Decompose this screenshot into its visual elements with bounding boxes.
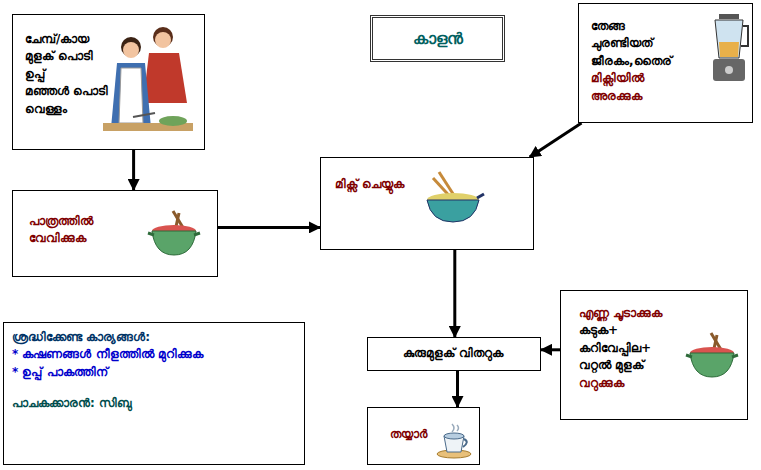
flow-arrow [218,226,320,229]
pot-illustration [683,331,741,384]
process-box: എണ്ണ ചൂടാക്കുകകടുക+ കറിവേപ്പില+ വറ്റൽ മു… [560,290,748,420]
text-column: ചേമ്പ്/കായമുളക് പൊടിഉപ്പ്മഞ്ഞൾ പൊടിവെള്ള… [25,31,125,118]
node-text: വെള്ളം [25,101,125,118]
node-text: തേങ്ങ ചുരണ്ടിയത് ജീരകം,തൈര് [591,18,691,70]
cup-illustration [434,420,474,463]
node-text: മിക്സ് ചെയ്യുക [335,176,415,193]
node-text: തയ്യാർ [390,426,440,443]
process-box: മിക്സ് ചെയ്യുക [320,157,534,250]
grind-box: തേങ്ങ ചുരണ്ടിയത് ജീരകം,തൈര്മിക്സിയിൽ അരക… [578,3,753,123]
diagram-title: കാളൻ [413,29,463,48]
process-box: പാത്രത്തിൽ വേവിക്കുക [12,190,218,277]
node-text: വറുക്കുക [579,375,674,392]
ingredient-box: ചേമ്പ്/കായമുളക് പൊടിഉപ്പ്മഞ്ഞൾ പൊടിവെള്ള… [12,14,205,150]
wok-illustration [421,170,485,229]
text-column: തേങ്ങ ചുരണ്ടിയത് ജീരകം,തൈര്മിക്സിയിൽ അരക… [591,18,691,105]
node-text: കുരുമുളക് വിതറുക [368,345,538,362]
node-text: മുളക് പൊടി [25,48,125,65]
wok-drawing [421,170,485,226]
flow-arrow [530,123,582,157]
end-box: തയ്യാർ [367,407,480,465]
text-column: മിക്സ് ചെയ്യുക [335,176,415,193]
title-frame: കാളൻ [370,15,505,62]
blender-illustration [707,12,749,87]
node-text: പാത്രത്തിൽ വേവിക്കുക [29,213,134,248]
node-text: * കഷണങ്ങൾ നീളത്തിൽ മുറിക്കുക [12,346,297,363]
node-text: ചേമ്പ്/കായ [25,31,125,48]
process-box: കുരുമുളക് വിതറുക [367,337,541,371]
node-text: പാചകക്കാരൻ: സിബു [12,395,297,412]
note-box: ശ്രദ്ധിക്കേണ്ട കാര്യങ്ങൾ:* കഷണങ്ങൾ നീളത്… [3,322,305,465]
flow-arrow [453,250,456,337]
flow-arrow [456,371,459,407]
node-text: മഞ്ഞൾ പൊടി [25,83,125,100]
pot-illustration [145,209,203,262]
node-text: കടുക+ കറിവേപ്പില+ വറ്റൽ മുളക് [579,322,674,374]
pot-drawing [145,209,203,259]
text-column: തയ്യാർ [390,426,440,443]
text-column: കുരുമുളക് വിതറുക [368,345,538,362]
node-text: * ഉപ്പ് പാകത്തിന് [12,364,297,381]
people-drawing [93,23,203,143]
text-column: എണ്ണ ചൂടാക്കുകകടുക+ കറിവേപ്പില+ വറ്റൽ മു… [579,305,674,392]
people-illustration [93,23,203,146]
node-text: എണ്ണ ചൂടാക്കുക [579,305,674,322]
flow-arrow [132,150,135,190]
text-column: പാത്രത്തിൽ വേവിക്കുക [29,213,134,248]
blender-drawing [707,12,749,84]
node-text: ശ്രദ്ധിക്കേണ്ട കാര്യങ്ങൾ: [12,329,297,346]
node-text: ഉപ്പ് [25,66,125,83]
cup-drawing [434,420,474,460]
flow-arrow [541,348,560,351]
pot-drawing [683,331,741,381]
text-column: ശ്രദ്ധിക്കേണ്ട കാര്യങ്ങൾ:* കഷണങ്ങൾ നീളത്… [12,329,297,413]
node-text: മിക്സിയിൽ അരക്കുക [591,70,691,105]
